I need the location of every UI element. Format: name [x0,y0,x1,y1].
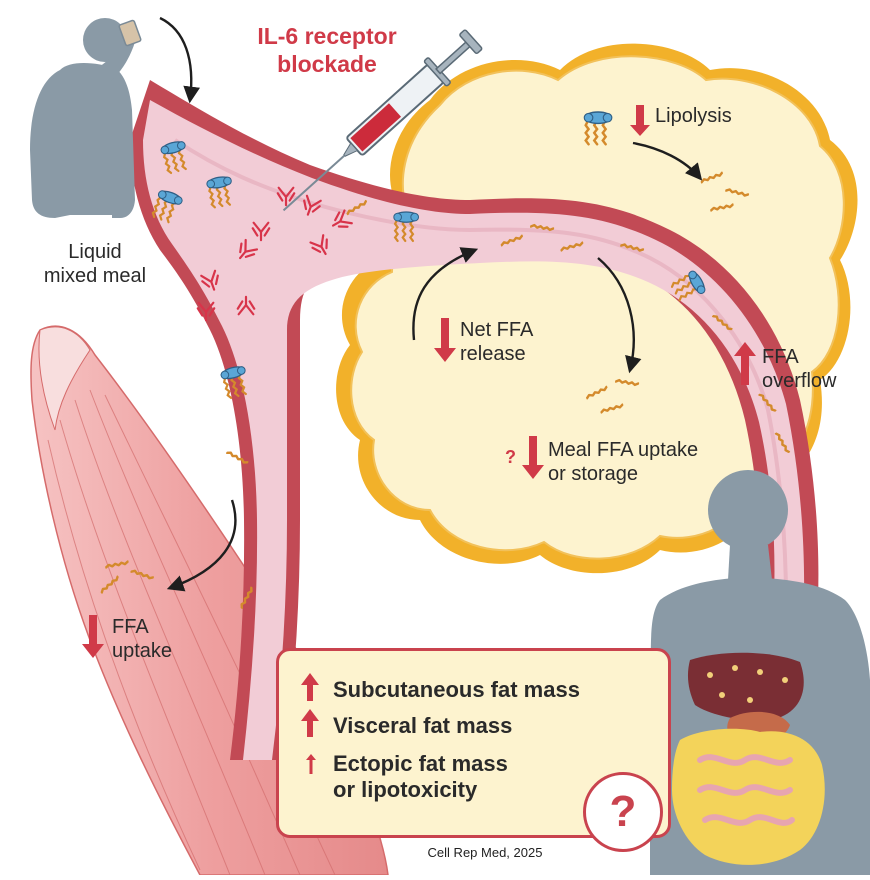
up-arrow-icon [734,342,756,385]
up-down-arrows [82,105,756,658]
citation: Cell Rep Med, 2025 [427,845,543,860]
summary-item-ectopic-line2: or lipotoxicity [333,776,478,802]
figure-title: IL-6 receptor blockade [232,22,422,78]
lipolysis-label: Lipolysis [655,105,732,127]
meal-label: Liquid mixed meal [20,240,170,288]
syringe-icon [282,29,483,212]
blood-vessel [130,80,819,760]
net-ffa-line2: release [460,343,526,365]
summary-item-ectopic-line1: Ectopic fat mass [333,751,508,776]
summary-item-visceral: Visceral fat mass [333,713,513,738]
meal-ffa-line1: Meal FFA uptake [548,439,699,461]
summary-item-subcutaneous: Subcutaneous fat mass [333,677,580,702]
person-organs-icon [650,470,870,875]
question-badge-icon: ? [583,772,663,852]
ffa-overflow-line2: overflow [762,370,837,392]
ffa-overflow-label: FFA overflow [762,345,836,393]
net-ffa-line1: Net FFA [460,319,534,341]
summary-item-ectopic: Ectopic fat mass or lipotoxicity [333,751,508,803]
ffa-uptake-line2: uptake [112,640,173,662]
down-arrow-icon [630,105,650,136]
ffa-uptake-line1: FFA [112,616,149,638]
meal-ffa-line2: or storage [548,463,639,485]
question-icon: ? [505,447,516,467]
title-line2: blockade [277,51,377,78]
adipose-tissue-icon [336,43,858,574]
net-ffa-label: Net FFA release [460,318,533,366]
ffa-overflow-line1: FFA [762,346,799,368]
flow-arrows [159,16,703,592]
up-arrow-icon [301,709,319,737]
down-arrow-icon [434,318,456,362]
down-arrow-icon [82,615,104,658]
ffa-uptake-label: FFA uptake [112,615,172,663]
meal-label-line1: Liquid [68,241,122,263]
person-drinking-icon [30,18,142,218]
down-arrow-icon [522,436,544,479]
meal-label-line2: mixed meal [43,265,147,287]
meal-ffa-label: Meal FFA uptake or storage [548,438,698,486]
up-arrow-icon [306,754,316,774]
up-arrow-icon [301,673,319,701]
title-line1: IL-6 receptor [257,23,397,49]
